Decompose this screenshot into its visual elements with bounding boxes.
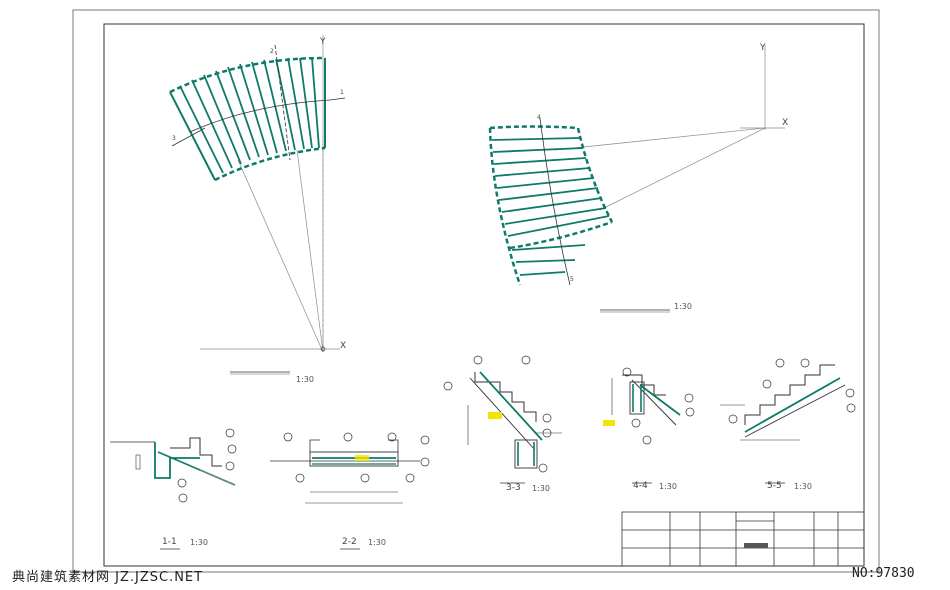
section-1-1-drawing [110,428,237,550]
section-5-5-drawing [720,358,856,484]
axis-y2-label: Y [760,43,766,53]
plan-top-left [169,35,346,375]
section-3-3-scale: 1:30 [532,484,550,493]
section-3-3-drawing [443,355,562,484]
section-1-1-label: 1-1 [162,537,177,547]
section-2-2-scale: 1:30 [368,538,386,547]
cut-mark-2: 2 [270,48,274,55]
axis-y-label: Y [320,37,326,47]
section-2-2-label: 2-2 [342,537,357,547]
section-4-4-label: 4-4 [633,481,648,491]
inner-frame [103,23,865,567]
axis-x2-label: X [782,118,789,128]
section-4-4-drawing [603,367,695,484]
plan-left-scale: 1:30 [296,375,314,384]
section-2-2-drawing [270,432,430,550]
section-4-4-scale: 1:30 [659,482,677,491]
watermark-site: 典尚建筑素材网 JZ.JZSC.NET [12,570,204,585]
cut-mark-5: 5 [570,276,574,283]
plan-top-right [488,45,785,313]
title-block [621,511,865,567]
section-5-5-scale: 1:30 [794,482,812,491]
section-3-3-label: 3-3 [506,483,521,493]
section-5-5-label: 5-5 [767,481,782,491]
cut-mark-1: 1 [340,89,344,96]
axis-x-label: X [340,341,347,351]
cut-mark-3: 3 [172,135,176,142]
cut-mark-4: 4 [537,114,541,121]
outer-frame [72,9,880,573]
plan-right-scale: 1:30 [674,302,692,311]
section-1-1-scale: 1:30 [190,538,208,547]
watermark-number: NO:97830 [852,566,915,581]
